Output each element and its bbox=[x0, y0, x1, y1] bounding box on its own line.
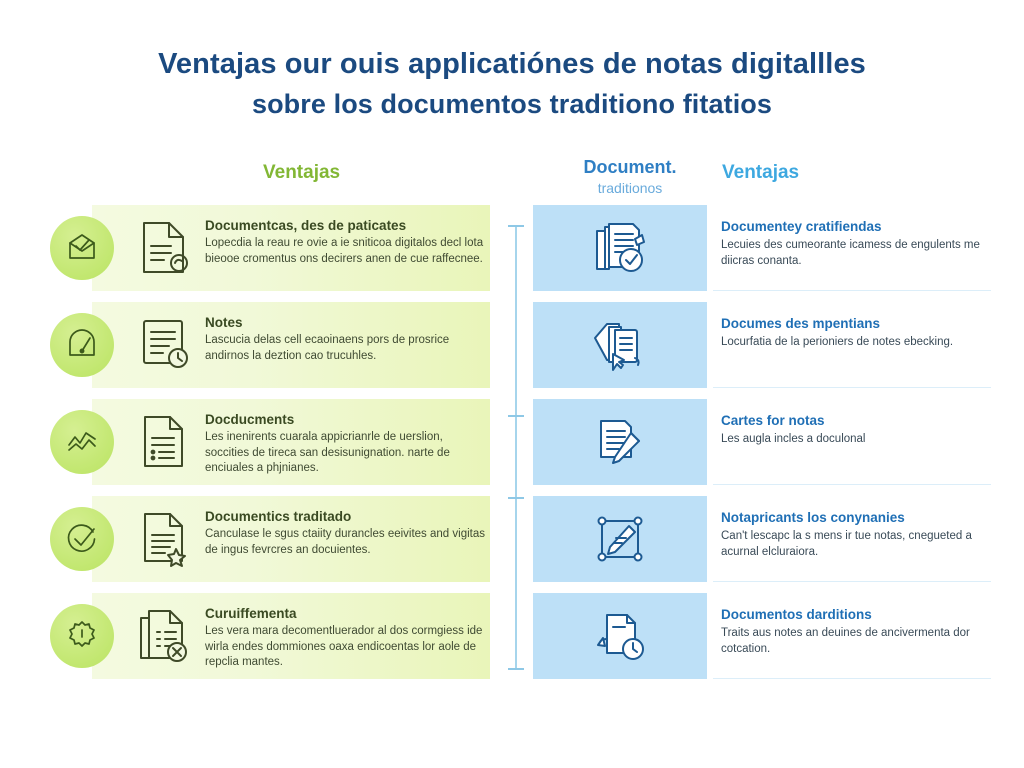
row-separator bbox=[713, 290, 991, 291]
envelope-check-icon bbox=[50, 216, 114, 280]
row-separator bbox=[713, 678, 991, 679]
document-list-icon bbox=[135, 412, 193, 472]
row-description: Les augla incles a doculonal bbox=[721, 433, 866, 445]
row-title: Documentics traditado bbox=[205, 509, 352, 524]
row-text: Notes Lascucia delas cell ecaoinaens por… bbox=[205, 314, 485, 364]
document-clock-icon bbox=[135, 315, 193, 375]
row-text: Curuiffementa Les vera mara decomentluer… bbox=[205, 605, 485, 671]
row-text: Documentey cratifiendas Lecuies des cume… bbox=[721, 218, 983, 269]
row-title: Documentos darditions bbox=[721, 607, 872, 622]
connector-tick bbox=[508, 668, 524, 670]
row-text: Documentcas, des de paticates Lopecdia l… bbox=[205, 217, 485, 267]
row-description: Can't lescapc la s mens ir tue notas, cn… bbox=[721, 530, 972, 558]
advantages-right-column: Documentey cratifiendas Lecuies des cume… bbox=[533, 205, 993, 695]
check-circle-icon bbox=[50, 507, 114, 571]
list-item[interactable]: Documentos darditions Traits aus notes a… bbox=[533, 593, 993, 679]
column-header-right: Ventajas bbox=[722, 162, 800, 183]
column-header-middle: Document. traditionos bbox=[566, 158, 694, 198]
row-background bbox=[92, 205, 490, 291]
list-item[interactable]: Notes Lascucia delas cell ecaoinaens por… bbox=[50, 302, 490, 388]
document-refresh-clock-icon bbox=[533, 593, 707, 679]
row-title: Documentcas, des de paticates bbox=[205, 218, 407, 233]
row-title: Notapricants los conynanies bbox=[721, 510, 905, 525]
list-item[interactable]: Documentey cratifiendas Lecuies des cume… bbox=[533, 205, 993, 291]
row-description: Lopecdia la reau re ovie a ie sniticoa d… bbox=[205, 237, 484, 265]
column-header-left: Ventajas bbox=[263, 162, 341, 183]
row-text: Cartes for notas Les augla incles a docu… bbox=[721, 412, 983, 448]
connector-tick bbox=[508, 497, 524, 499]
row-title: Notes bbox=[205, 315, 243, 330]
connector-tick bbox=[508, 225, 524, 227]
row-separator bbox=[713, 387, 991, 388]
row-description: Canculase le sgus ctaiity durancles eeiv… bbox=[205, 528, 485, 556]
document-x-icon bbox=[135, 606, 193, 666]
connector-spine bbox=[515, 225, 517, 670]
row-text: Notapricants los conynanies Can't lescap… bbox=[721, 509, 983, 560]
document-edit-nodes-icon bbox=[533, 496, 707, 582]
row-description: Les vera mara decomentluerador al dos co… bbox=[205, 625, 483, 668]
row-description: Lecuies des cumeorante icamess de engule… bbox=[721, 239, 980, 267]
speedometer-icon bbox=[50, 313, 114, 377]
row-background bbox=[92, 593, 490, 679]
list-item[interactable]: Notapricants los conynanies Can't lescap… bbox=[533, 496, 993, 582]
list-item[interactable]: Cartes for notas Les augla incles a docu… bbox=[533, 399, 993, 485]
document-star-icon bbox=[135, 509, 193, 569]
row-separator bbox=[713, 484, 991, 485]
chart-zigzag-icon bbox=[50, 410, 114, 474]
row-background bbox=[92, 496, 490, 582]
list-item[interactable]: Documentics traditado Canculase le sgus … bbox=[50, 496, 490, 582]
documents-check-badge-icon bbox=[533, 205, 707, 291]
row-description: Traits aus notes an deuines de anciverme… bbox=[721, 627, 970, 655]
title-line-1: Ventajas our ouis applicatiónes de notas… bbox=[158, 48, 866, 80]
list-item[interactable]: Documentcas, des de paticates Lopecdia l… bbox=[50, 205, 490, 291]
row-text: Documentics traditado Canculase le sgus … bbox=[205, 508, 485, 558]
row-separator bbox=[713, 581, 991, 582]
connector-tick bbox=[508, 415, 524, 417]
row-title: Documentey cratifiendas bbox=[721, 219, 882, 234]
row-text: Documes des mpentians Locurfatia de la p… bbox=[721, 315, 983, 351]
page-title: Ventajas our ouis applicatiónes de notas… bbox=[0, 44, 1024, 124]
column-connector-line bbox=[505, 225, 527, 670]
row-description: Lascucia delas cell ecaoinaens pors de p… bbox=[205, 334, 450, 362]
row-description: Les inenirents cuarala appicrianrle de u… bbox=[205, 431, 450, 474]
title-line-2: sobre los documentos traditiono fitatios bbox=[251, 89, 773, 119]
column-header-middle-sub: traditionos bbox=[597, 180, 663, 196]
row-title: Documes des mpentians bbox=[721, 316, 881, 331]
document-pencil-icon bbox=[533, 399, 707, 485]
document-cloud-icon bbox=[135, 218, 193, 278]
list-item[interactable]: Docducments Les inenirents cuarala appic… bbox=[50, 399, 490, 485]
row-background bbox=[92, 399, 490, 485]
row-title: Docducments bbox=[205, 412, 295, 427]
row-text: Documentos darditions Traits aus notes a… bbox=[721, 606, 983, 657]
list-item[interactable]: Documes des mpentians Locurfatia de la p… bbox=[533, 302, 993, 388]
column-headers: Ventajas Document. traditionos Ventajas bbox=[0, 158, 1024, 204]
gear-clock-icon bbox=[50, 604, 114, 668]
row-description: Locurfatia de la perioniers de notes ebe… bbox=[721, 336, 954, 348]
list-item[interactable]: Curuiffementa Les vera mara decomentluer… bbox=[50, 593, 490, 679]
row-title: Curuiffementa bbox=[205, 606, 297, 621]
row-title: Cartes for notas bbox=[721, 413, 825, 428]
column-header-middle-main: Document. bbox=[583, 157, 677, 177]
documents-cursor-icon bbox=[533, 302, 707, 388]
row-text: Docducments Les inenirents cuarala appic… bbox=[205, 411, 485, 477]
advantages-left-column: Documentcas, des de paticates Lopecdia l… bbox=[50, 205, 490, 695]
